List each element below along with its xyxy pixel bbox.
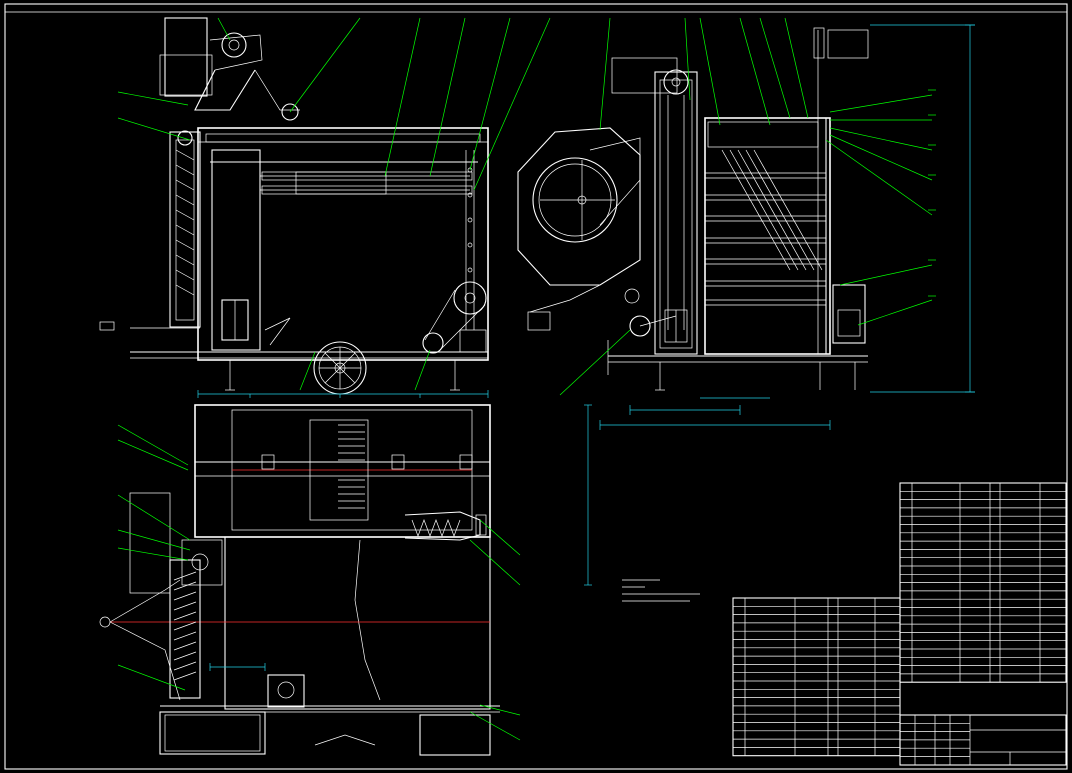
front-view-leaders (117, 17, 551, 391)
side-view (517, 17, 975, 430)
side-view-leaders (559, 17, 933, 396)
plan-view-leaders (117, 424, 521, 741)
plan-view (99, 404, 592, 756)
drawing-border (4, 3, 1068, 770)
plan-view-dimensions (209, 404, 592, 671)
parts-list (732, 482, 1067, 766)
front-view (99, 17, 551, 398)
front-view-dimensions (197, 390, 489, 398)
side-view-trays (705, 172, 826, 306)
parts-list-lower (732, 597, 901, 757)
tech-notes (622, 579, 700, 602)
side-view-dimensions (599, 24, 975, 430)
elevator-buckets-left (175, 149, 195, 296)
